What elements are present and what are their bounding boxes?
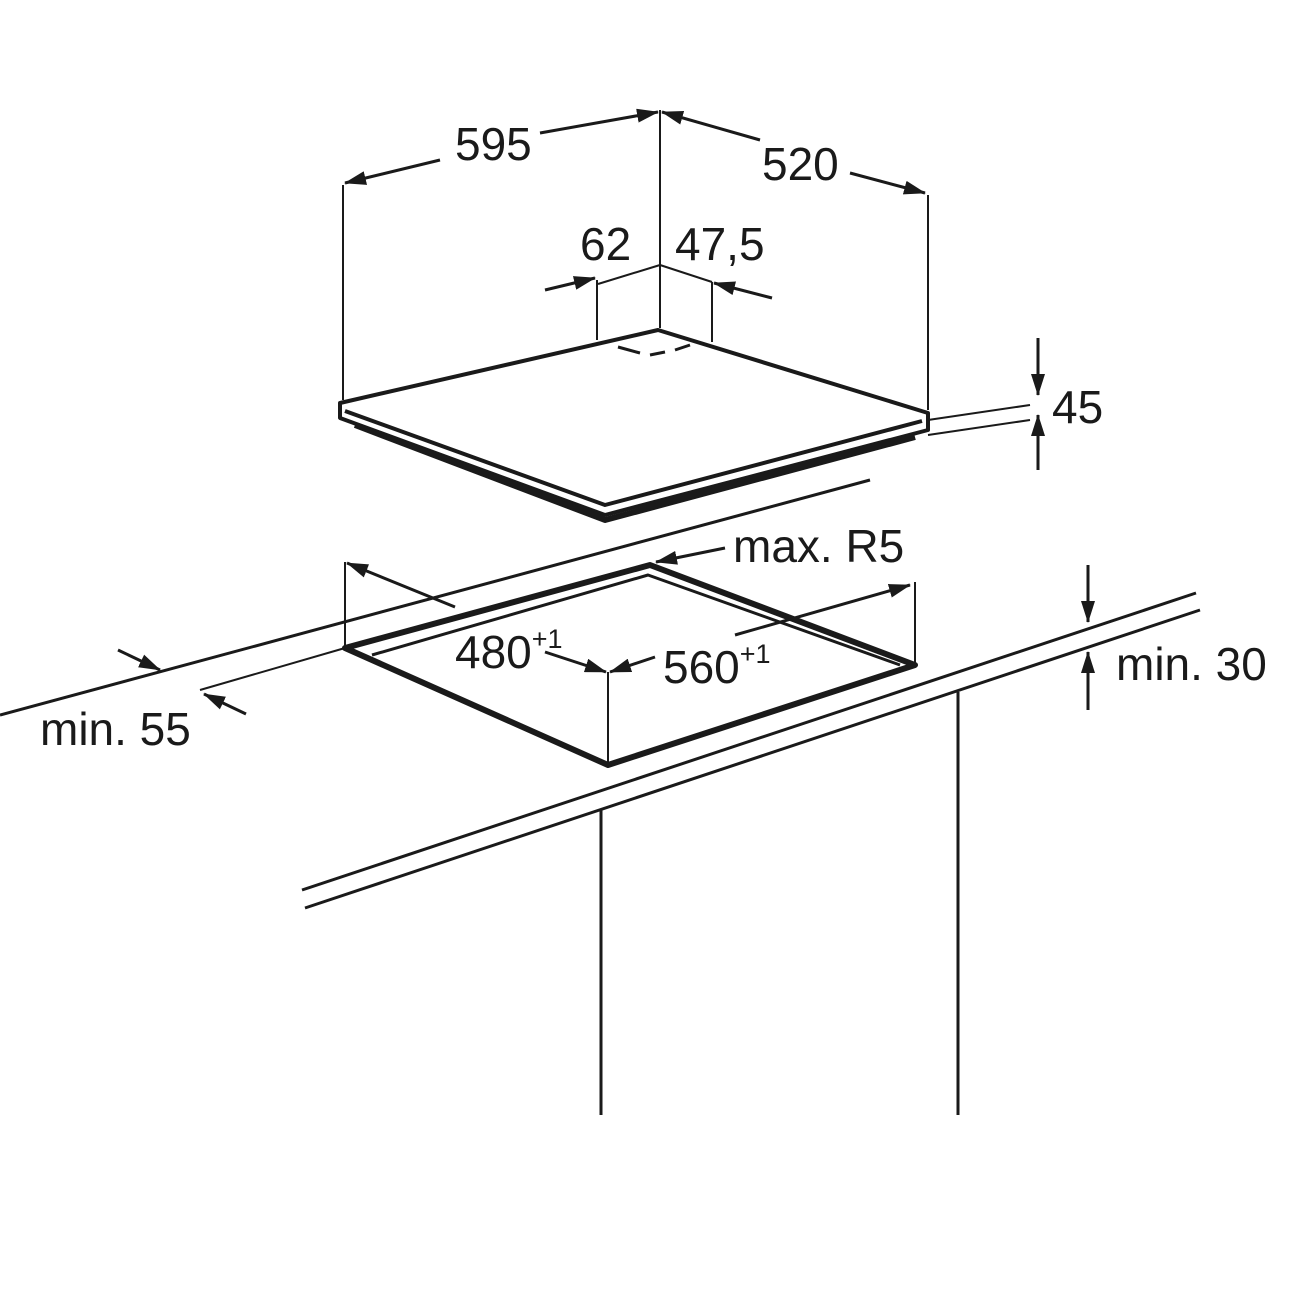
dim-min-thickness-label: min. 30 bbox=[1116, 638, 1267, 690]
hob-top-outline bbox=[338, 328, 930, 517]
dim-595-arrow-right bbox=[539, 108, 659, 135]
worktop-front-edge-top bbox=[301, 591, 1197, 892]
dim-depth-label: 520 bbox=[762, 138, 839, 190]
dim-min-front-label: min. 55 bbox=[40, 703, 191, 755]
dim-r5-arrow bbox=[655, 546, 726, 565]
dim-595-arrow-left bbox=[344, 158, 441, 185]
worktop-front-edge-bottom bbox=[304, 608, 1201, 910]
dim-cutout-width-label: 560+1 bbox=[663, 639, 771, 693]
connection-mark bbox=[617, 343, 691, 357]
dim-560-arrow-right bbox=[734, 583, 911, 637]
dim-520-arrow-right bbox=[849, 171, 926, 195]
hob-dimension-lines bbox=[342, 110, 1031, 436]
dim-62-arrow bbox=[544, 276, 596, 292]
dim-480-arrow-right bbox=[544, 650, 607, 674]
cutout-inner-back bbox=[371, 573, 901, 667]
dim-560-arrow-left bbox=[609, 655, 656, 674]
dim-height-label: 45 bbox=[1052, 381, 1103, 433]
hob bbox=[338, 328, 930, 523]
hob-front-edge bbox=[344, 409, 923, 507]
hob-under-edge bbox=[353, 422, 916, 523]
dim-520-arrow-left bbox=[661, 110, 761, 142]
dim-radius-label: max. R5 bbox=[733, 520, 904, 572]
worktop-back-edge bbox=[0, 478, 871, 717]
dim-right-offset-label: 47,5 bbox=[675, 218, 765, 270]
worktop bbox=[0, 478, 1201, 1115]
dim-480-arrow-left bbox=[346, 561, 456, 609]
dim-cutout-depth-label: 480+1 bbox=[455, 624, 563, 678]
dim-55-arrow-top bbox=[117, 648, 161, 672]
dim-left-offset-label: 62 bbox=[580, 218, 631, 270]
dim-47-arrow bbox=[713, 281, 773, 300]
dimension-arrows bbox=[117, 108, 1095, 716]
dim-55-arrow-bottom bbox=[203, 692, 247, 716]
cutout bbox=[342, 562, 918, 768]
dim-width-label: 595 bbox=[455, 118, 532, 170]
